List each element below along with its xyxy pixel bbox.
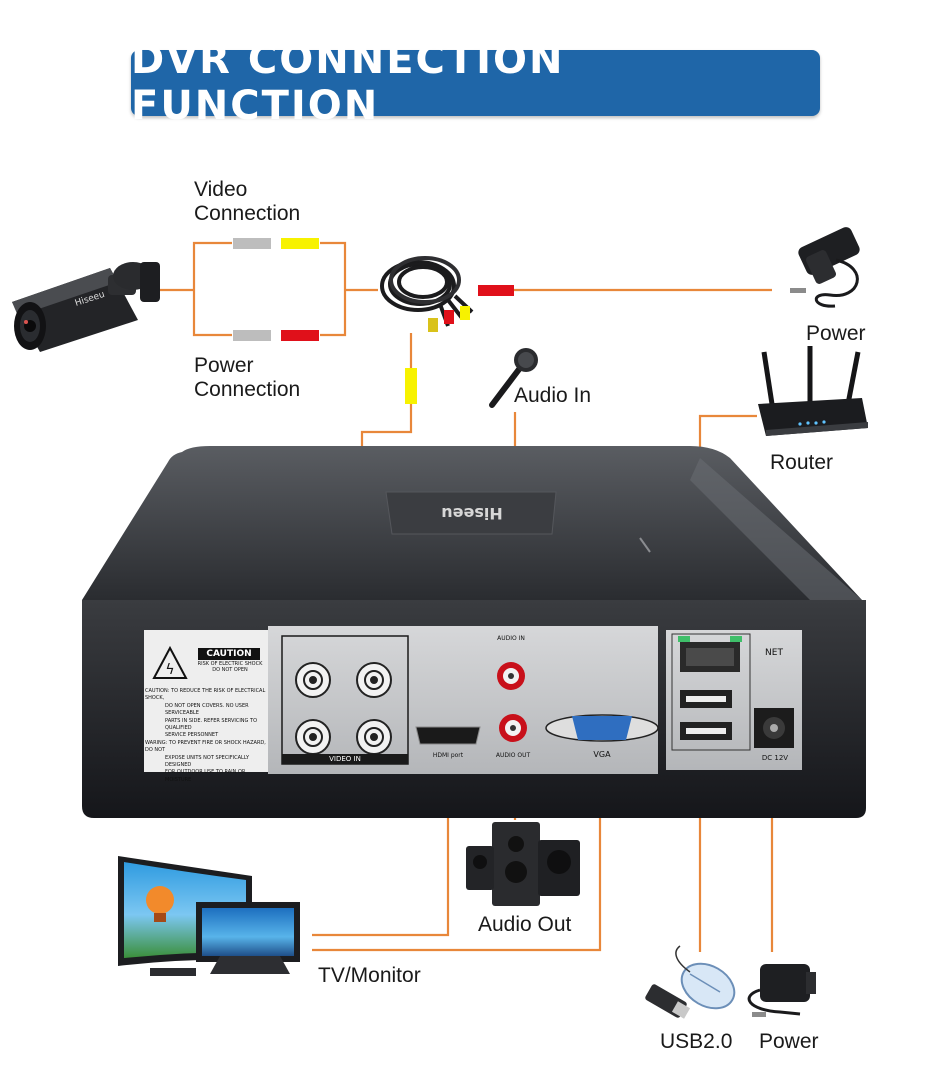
plug-cable-yellow [405,368,417,404]
warning-line: EXPOSE UNITS NOT SPECIFICALLY DESIGNED [165,754,250,769]
caution-label: CAUTION [206,649,252,659]
line-camera-split [158,241,232,337]
usb-drive-icon [645,984,691,1019]
power-adapter-bottom-icon [747,964,816,1017]
svg-text:Hiseeu: Hiseeu [441,504,503,523]
bullet-camera-icon: Hiseeu [12,262,160,352]
power-connection-label: Power Connection [194,354,301,401]
router-icon [758,346,868,436]
rca-audio-out-port [499,714,527,742]
usb-mouse-icon [675,945,736,1010]
power-adapter-top-icon [790,227,860,308]
audio-in-port-label: AUDIO IN [497,635,525,642]
speakers-icon [466,822,580,906]
audio-out-port-label: AUDIO OUT [495,752,531,759]
audio-in-label: Audio In [514,384,592,407]
warning-line: PARTS IN SIDE. REFER SERVICING TO QUALIF… [165,717,258,732]
warning-line: CAUTION: TO REDUCE THE RISK OF ELECTRICA… [145,688,266,702]
bnc-port-3 [295,719,331,755]
vga-port-label: VGA [593,750,611,759]
dvr-recorder: Hiseeu ϟ [82,446,866,818]
warning-text: CAUTION: TO REDUCE THE RISK OF ELECTRICA… [145,688,267,784]
bnc-cable-coil-icon [380,256,474,332]
audio-out-label: Audio Out [478,913,572,936]
tv-monitor-icon [118,856,300,976]
plug-power-red [281,330,319,341]
tv-monitor-label: TV/Monitor [318,964,421,987]
power-top-label: Power [806,322,866,345]
title-banner: DVR CONNECTION FUNCTION [131,37,820,129]
warning-line: WARING: TO PREVENT FIRE OR SHOCK HAZARD,… [145,739,266,754]
router-label: Router [770,451,834,474]
plug-markers [233,238,514,404]
dc-port-label: DC 12V [761,754,789,762]
vga-port [545,714,659,742]
line-split-cable [320,241,378,337]
bnc-port-1 [295,662,331,698]
video-connection-label: Video Connection [194,178,301,225]
net-port-label: NET [765,648,783,658]
warning-line: SERVICE PERSONNET [165,732,219,739]
svg-text:ϟ: ϟ [165,662,174,678]
hdmi-port-label: HDMI port [432,752,464,759]
page-title: DVR CONNECTION FUNCTION [131,37,565,129]
video-in-port-label: VIDEO IN [329,755,361,763]
power-bottom-label: Power [759,1030,819,1053]
warning-line: DO NOT OPEN COVERS. NO USER SERVICEABLE [165,702,249,717]
rca-audio-in-port [497,662,525,690]
plug-cable-red [478,285,514,296]
usb-label: USB2.0 [660,1030,733,1053]
plug-video-grey [233,238,271,249]
caution-sub-label: RISK OF ELECTRIC SHOCK DO NOT OPEN [197,661,263,673]
warning-line: FOR OUTDOOR USE TO RAIN OR MOISTURE [165,769,246,783]
bnc-port-4 [356,719,392,755]
plug-video-yellow [281,238,319,249]
bnc-port-2 [356,662,392,698]
hdmi-port [415,726,481,745]
plug-power-grey [233,330,271,341]
microphone-icon [489,348,538,408]
